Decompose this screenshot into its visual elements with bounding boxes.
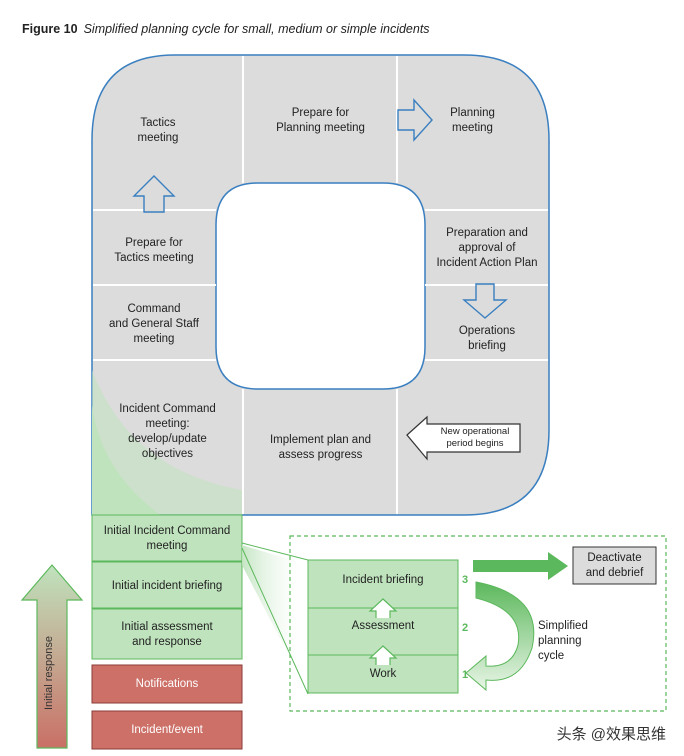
- initial-briefing-box: [91, 561, 243, 609]
- deactivate-label: Deactivate and debrief: [585, 551, 644, 579]
- planning-meeting-label: Planning meeting: [450, 106, 495, 134]
- preparation-iap-label: Preparation and approval of Incident Act…: [436, 226, 538, 269]
- simplified-work-label: Work: [369, 667, 397, 680]
- simplified-assessment-label: Assessment: [351, 619, 415, 632]
- cycle-ring: [91, 54, 550, 516]
- initial-ic-label: Initial Incident Command meeting: [103, 525, 231, 552]
- simplified-cycle-label: Simplified planning cycle: [538, 619, 588, 662]
- arrow-up-tactics-icon: [132, 175, 176, 213]
- watermark: 头条 @效果思维: [556, 726, 666, 743]
- initial-assessment-box: [91, 608, 243, 660]
- ic-meeting-label: Incident Command meeting: develop/update…: [119, 403, 216, 460]
- arrow-up-assessment-icon: [368, 598, 398, 618]
- arrow-down-operations-icon: [462, 283, 508, 319]
- new-period-label: New operational period begins: [440, 426, 510, 449]
- initial-assessment-label: Initial assessment and response: [121, 621, 213, 648]
- arrow-right-planning-icon: [397, 98, 433, 142]
- initial-ic-box: [91, 514, 243, 562]
- step-number-3: 3: [461, 573, 469, 586]
- tactics-meeting-label: Tactics meeting: [137, 116, 179, 144]
- arrow-up-work-icon: [368, 645, 398, 665]
- simplified-area: [289, 535, 667, 712]
- initial-response-arrow: [20, 564, 84, 749]
- step-number-1: 1: [461, 668, 469, 681]
- notifications-box: [91, 664, 243, 704]
- figure-number: Figure 10: [22, 22, 78, 36]
- figure-caption: Simplified planning cycle for small, med…: [83, 22, 430, 36]
- ring-green-fade: [92, 370, 242, 515]
- incident-event-box: [91, 710, 243, 750]
- incident-event-label: Incident/event: [131, 723, 203, 736]
- arrow-to-deactivate-icon: [473, 552, 568, 580]
- simplified-cycle-arrow: [465, 581, 535, 692]
- prepare-planning-label: Prepare for Planning meeting: [276, 106, 365, 134]
- deactivate-box: [572, 546, 657, 585]
- arrow-left-new-period-icon: [406, 415, 521, 461]
- operations-briefing-label: Operations briefing: [458, 325, 516, 352]
- simplified-briefing-label: Incident briefing: [342, 573, 424, 586]
- initial-response-label: Initial response: [43, 636, 55, 710]
- prepare-tactics-label: Prepare for Tactics meeting: [114, 236, 194, 264]
- command-general-staff-label: Command and General Staff meeting: [109, 302, 199, 345]
- implement-plan-label: Implement plan and assess progress: [269, 434, 371, 461]
- notifications-label: Notifications: [135, 677, 199, 690]
- step-number-2: 2: [461, 621, 469, 634]
- figure-title: Figure 10 Simplified planning cycle for s…: [22, 22, 430, 36]
- initial-briefing-label: Initial incident briefing: [111, 579, 223, 592]
- funnel-shape: [242, 545, 308, 693]
